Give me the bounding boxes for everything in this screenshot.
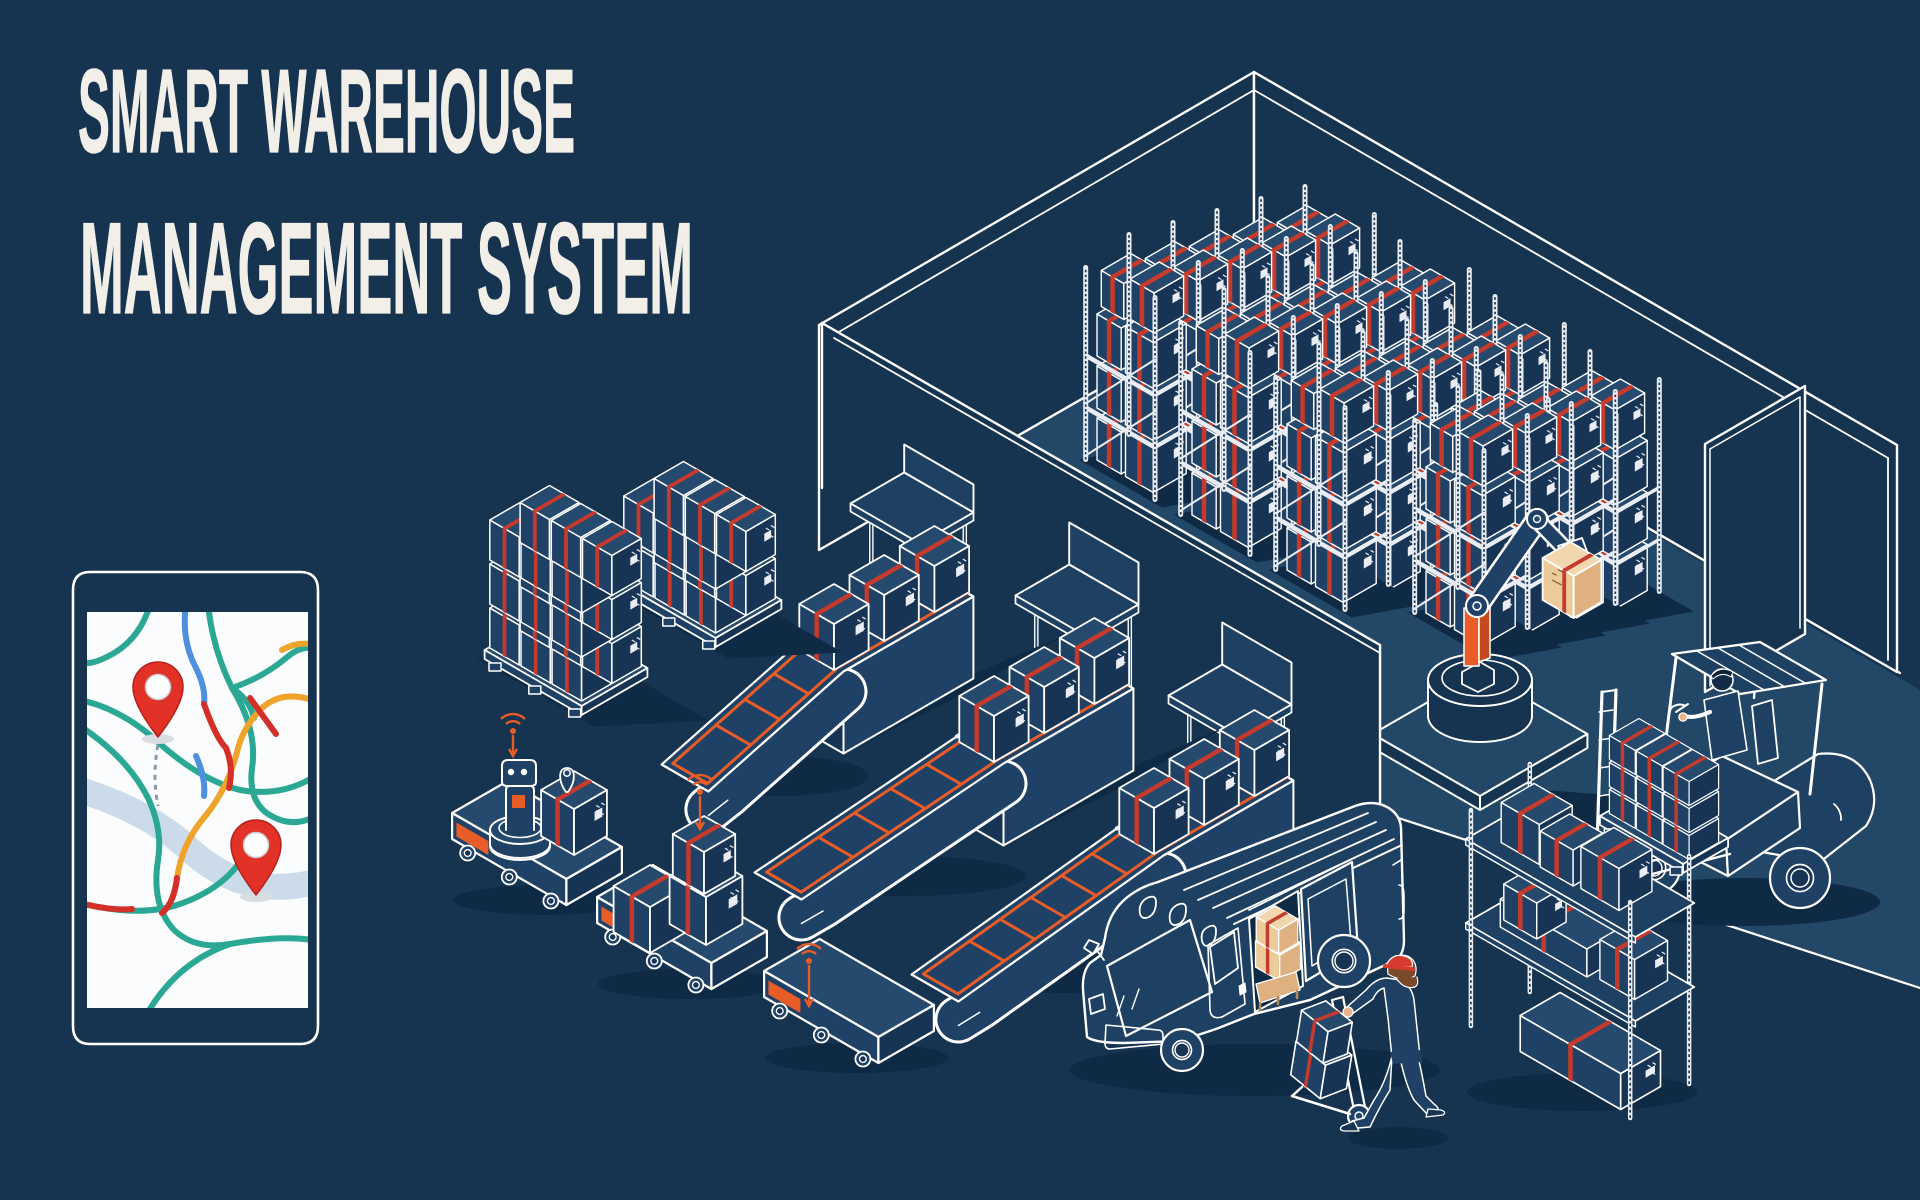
svg-text:SMART WAREHOUSE: SMART WAREHOUSE — [78, 45, 575, 178]
svg-text:MANAGEMENT SYSTEM: MANAGEMENT SYSTEM — [80, 195, 693, 341]
